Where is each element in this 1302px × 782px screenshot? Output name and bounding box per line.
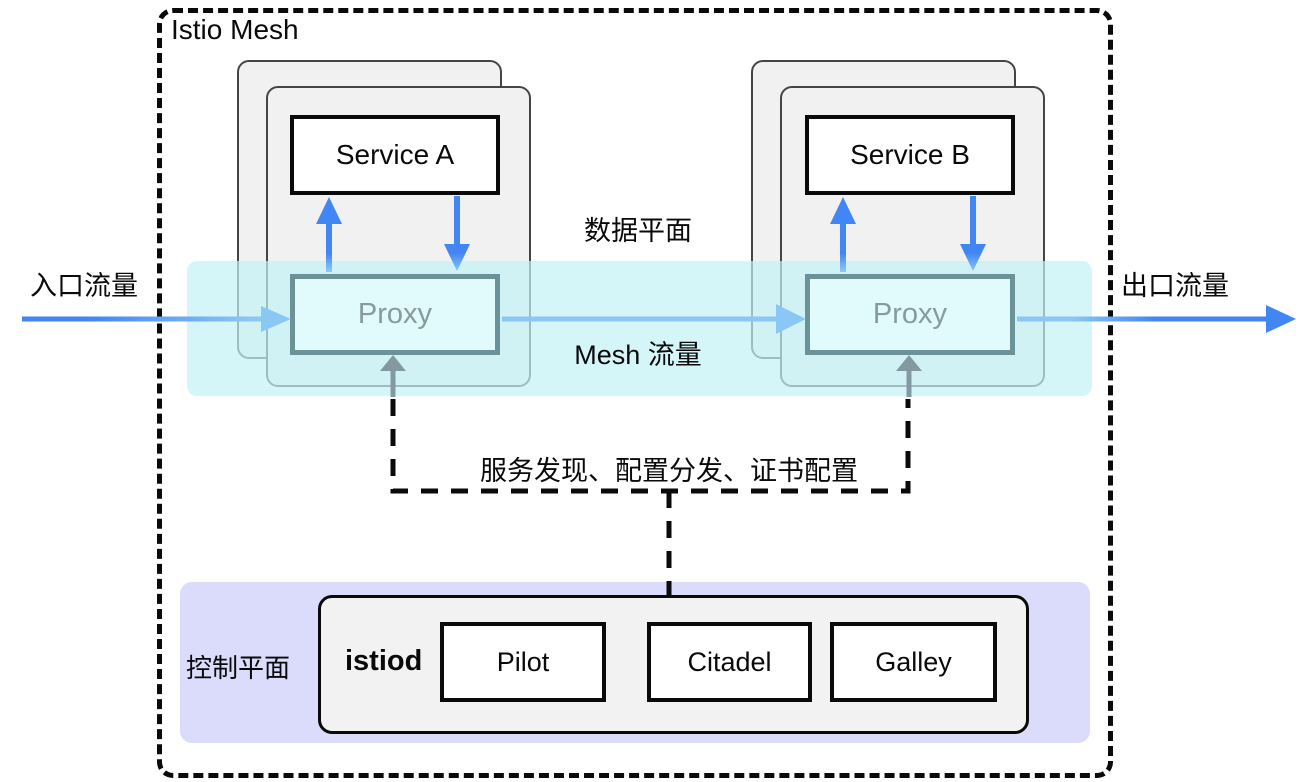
galley-label: Galley: [875, 646, 952, 677]
component-galley: Galley: [830, 622, 997, 702]
service-b-box: Service B: [805, 115, 1015, 195]
proxy-b-label: Proxy: [872, 298, 948, 330]
component-pilot: Pilot: [440, 622, 606, 702]
proxy-a-label: Proxy: [357, 298, 433, 330]
control-plane-label: 控制平面: [186, 653, 291, 683]
proxy-a-box: Proxy: [290, 274, 500, 355]
service-b-label: Service B: [850, 139, 970, 170]
pilot-label: Pilot: [496, 646, 550, 677]
istiod-label: istiod: [345, 645, 423, 677]
service-a-box: Service A: [290, 115, 500, 195]
service-a-label: Service A: [335, 139, 455, 170]
data-plane-label: 数据平面: [584, 216, 692, 246]
ingress-label: 入口流量: [30, 271, 138, 301]
control-link-label: 服务发现、配置分发、证书配置: [480, 456, 858, 486]
component-citadel: Citadel: [647, 622, 812, 702]
mesh-title: Istio Mesh: [171, 14, 299, 45]
egress-arrow-head: [1266, 305, 1296, 333]
citadel-label: Citadel: [687, 646, 772, 677]
mesh-boundary: [157, 8, 1113, 778]
egress-label: 出口流量: [1121, 271, 1229, 301]
proxy-b-box: Proxy: [805, 274, 1015, 355]
mesh-traffic-label: Mesh 流量: [574, 340, 702, 370]
